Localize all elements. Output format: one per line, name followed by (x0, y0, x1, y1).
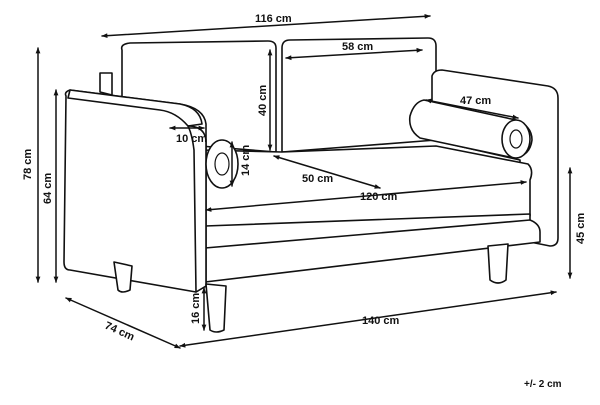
label-seat-height: 45 cm (575, 213, 587, 244)
label-arm-width: 10 cm (176, 133, 207, 145)
label-leg-height: 16 cm (190, 293, 202, 324)
dim-line-pillow-length (425, 98, 519, 120)
label-base-width: 140 cm (362, 315, 400, 327)
label-total-height: 78 cm (22, 149, 34, 180)
label-total-width: 116 cm (255, 13, 292, 25)
dimension-lines (35, 13, 573, 349)
back-cushion-right (281, 37, 437, 153)
sofa-base (204, 219, 541, 283)
leg-front-right (487, 243, 509, 284)
dim-line-seat-width (205, 180, 527, 212)
label-cushion-width: 58 cm (342, 41, 373, 53)
left-arm-side (63, 89, 207, 293)
leg-front-left (205, 283, 227, 333)
dim-line-cushion-width (285, 47, 423, 61)
leg-back-left (113, 261, 133, 293)
label-arm-height: 64 cm (42, 173, 54, 204)
dim-line-total-width (101, 13, 431, 39)
dimension-labels: 116 cm 58 cm 40 cm 47 cm 10 cm 14 cm 50 … (22, 13, 587, 390)
label-seat-width: 120 cm (360, 191, 398, 203)
dim-line-base-width (179, 290, 557, 348)
label-total-depth: 74 cm (103, 320, 137, 344)
label-backrest-height: 40 cm (257, 85, 269, 116)
back-arm-stub (99, 72, 113, 96)
left-pillow-end (205, 139, 239, 189)
label-pillow-diameter: 14 cm (240, 145, 252, 176)
label-pillow-length: 47 cm (460, 95, 491, 107)
tolerance-note: +/- 2 cm (524, 379, 562, 390)
dim-line-total-depth (65, 297, 181, 349)
label-seat-depth: 50 cm (302, 173, 333, 185)
